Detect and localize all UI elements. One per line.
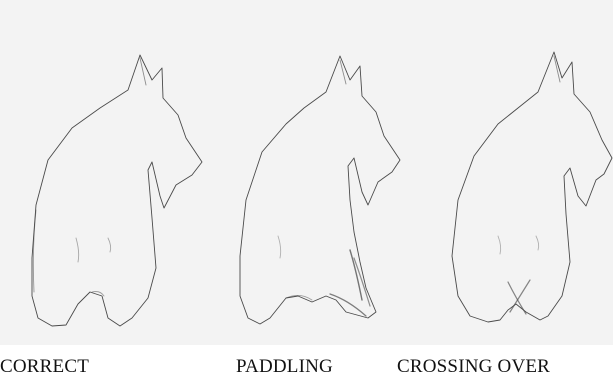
pencil-sketch-illustration <box>0 0 613 345</box>
dog-sketch-crossing-over <box>452 52 612 322</box>
dog-sketch-paddling <box>240 56 400 324</box>
dog-sketch-correct <box>32 55 202 326</box>
caption-correct: CORRECT <box>0 357 89 376</box>
caption-paddling: PADDLING <box>236 357 333 376</box>
caption-crossing-over: CROSSING OVER <box>397 357 550 376</box>
